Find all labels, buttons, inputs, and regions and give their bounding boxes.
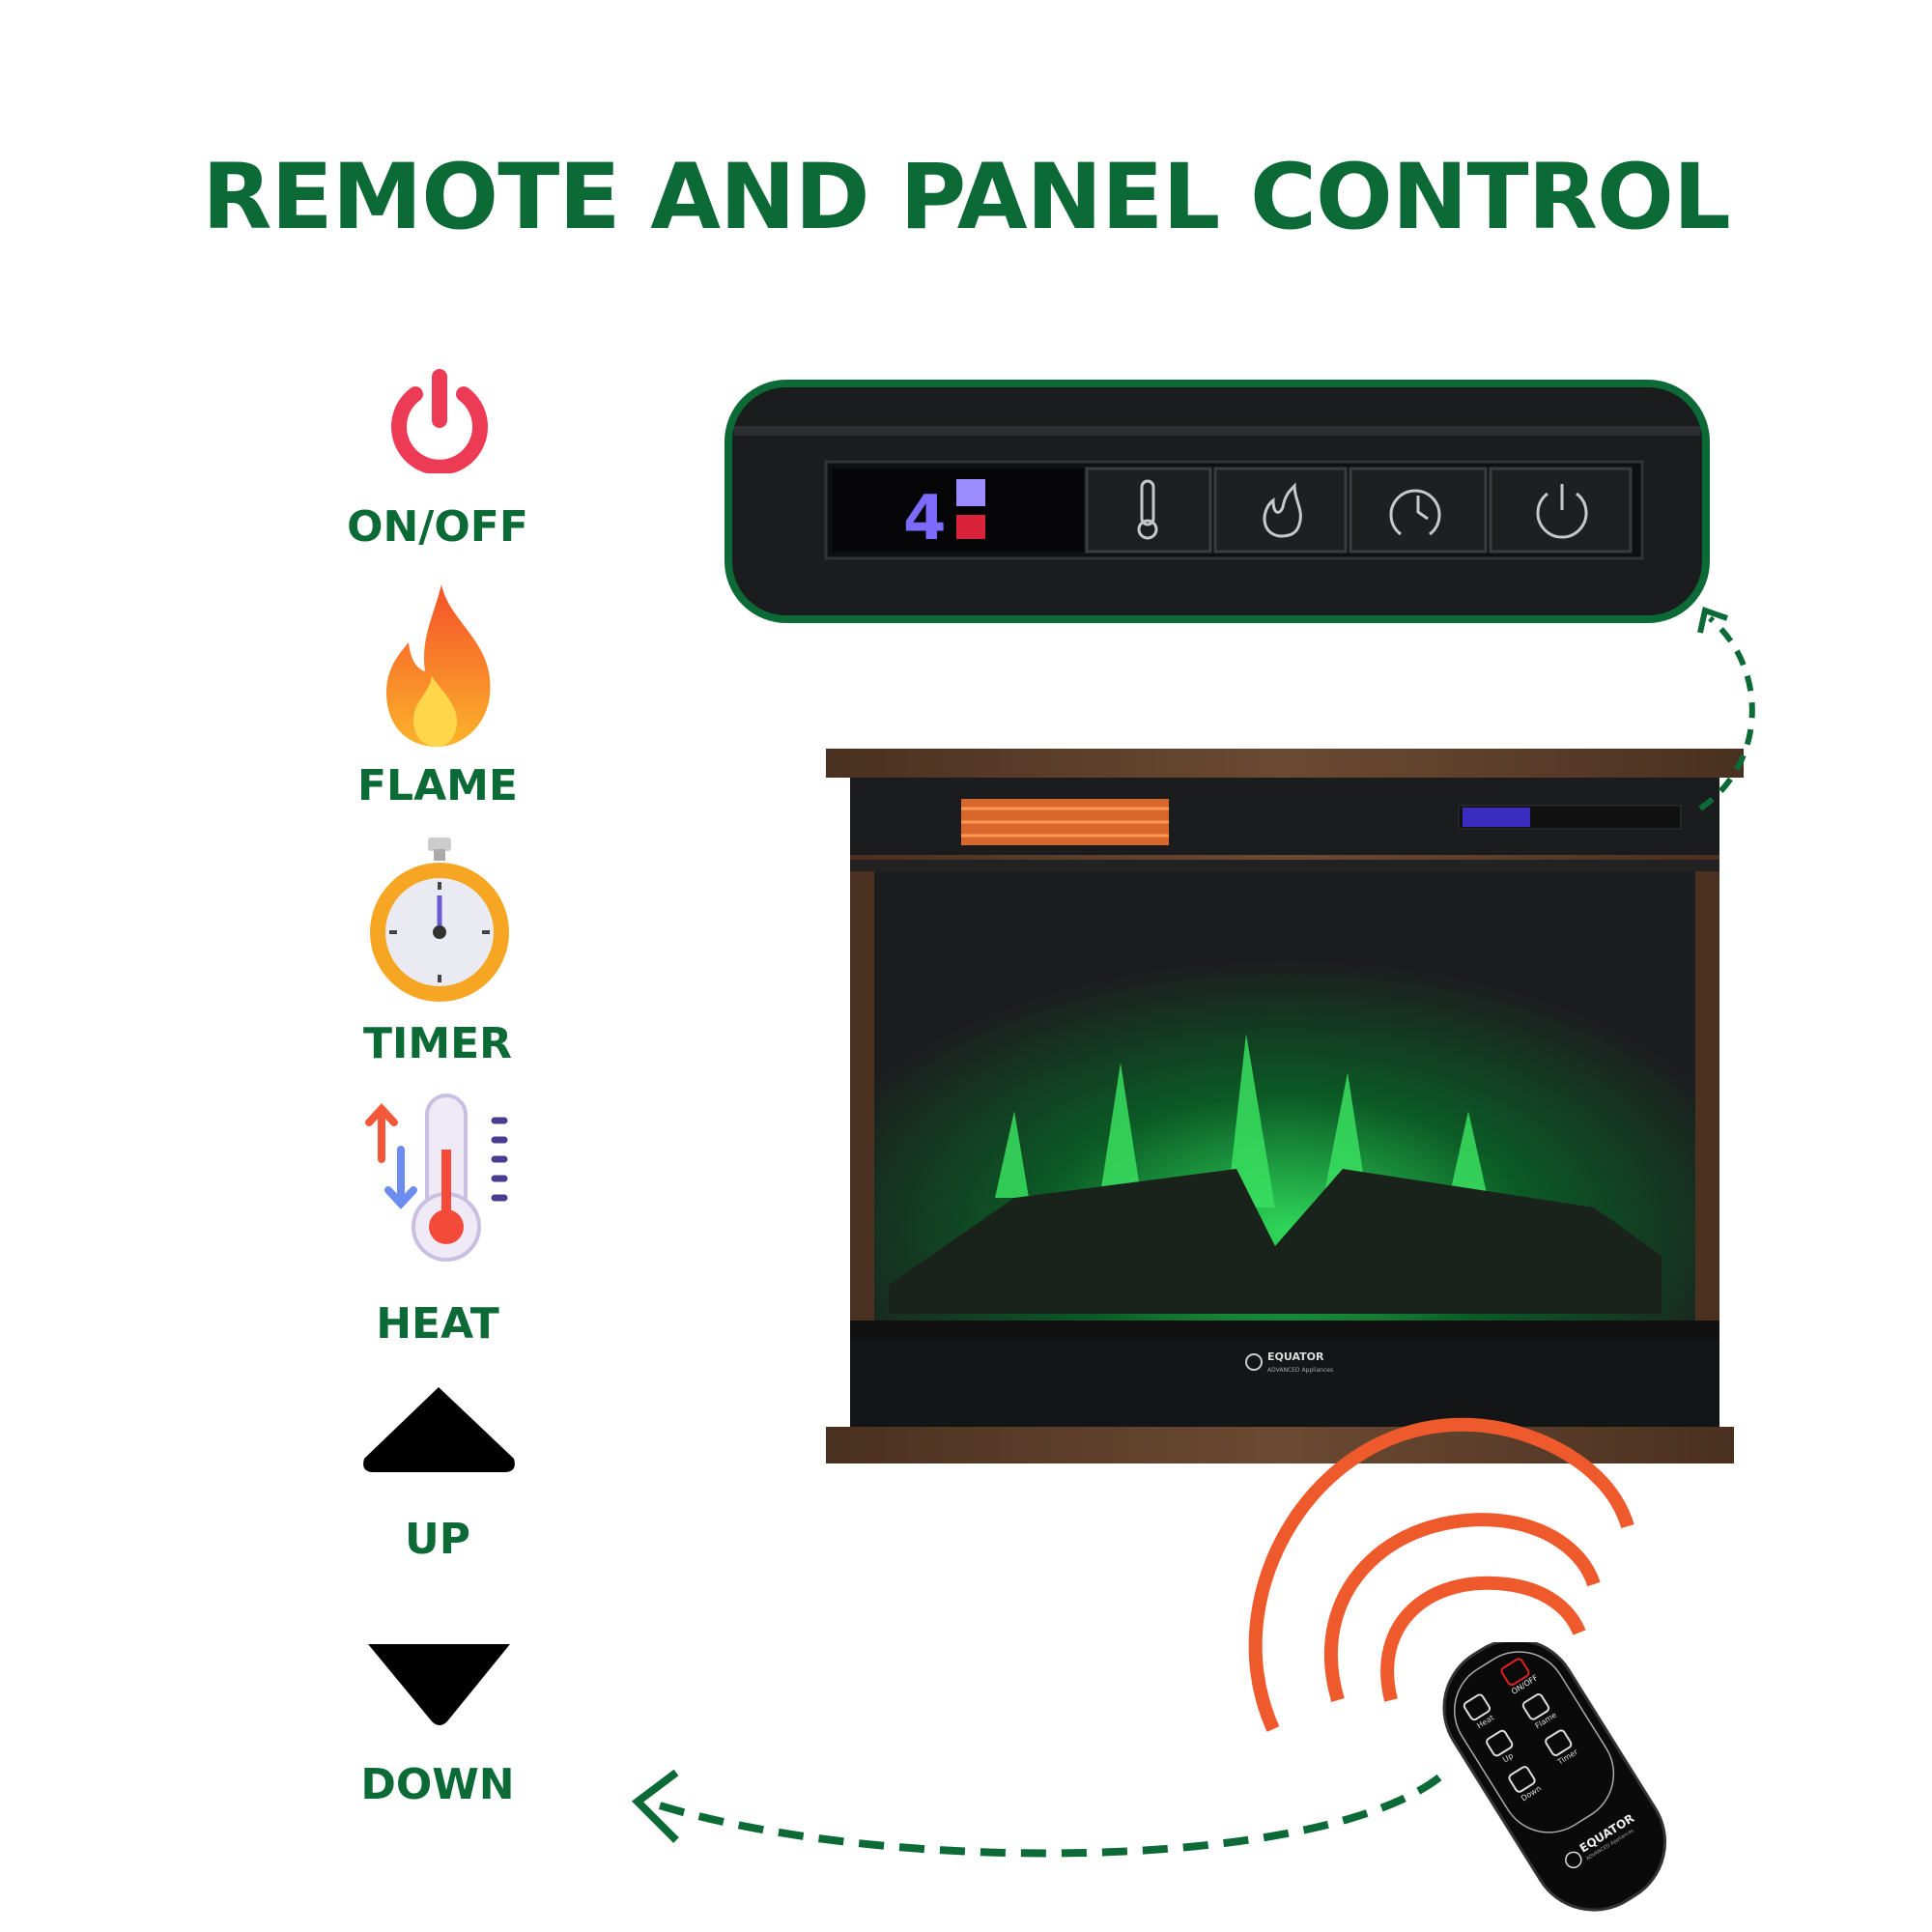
triangle-down-icon <box>368 1644 510 1725</box>
feature-label-up: UP <box>405 1515 470 1564</box>
remote-flame-button <box>1521 1693 1550 1720</box>
power-icon <box>391 369 488 473</box>
feature-label-heat: HEAT <box>376 1299 499 1349</box>
remote-down-button <box>1508 1766 1536 1793</box>
remote-power-button <box>1500 1658 1530 1687</box>
remote-heat-button <box>1463 1693 1492 1721</box>
feature-label-timer: TIMER <box>362 1019 513 1068</box>
flame-icon <box>386 584 491 747</box>
led-display-value: 4 <box>903 483 947 554</box>
triangle-up-icon <box>363 1387 515 1472</box>
fireplace-image: EQUATOR ADVANCED Appliances <box>826 749 1744 1463</box>
page-title: REMOTE AND PANEL CONTROL <box>202 145 1731 250</box>
thermometer-icon <box>365 1094 508 1262</box>
feature-label-onoff: ON/OFF <box>347 502 528 552</box>
remote-control: Heat ON/OFF Flame Up Timer Down EQUATOR … <box>1442 1642 1667 1912</box>
fireplace-brand: EQUATOR <box>1267 1350 1324 1363</box>
feature-label-down: DOWN <box>360 1760 515 1809</box>
stopwatch-icon <box>370 838 509 1002</box>
remote-timer-button <box>1545 1729 1573 1756</box>
control-panel-closeup: 4 <box>724 380 1710 623</box>
remote-up-button <box>1486 1729 1514 1757</box>
fireplace-brand-tagline: ADVANCED Appliances <box>1267 1367 1333 1374</box>
feature-label-flame: FLAME <box>357 761 518 810</box>
